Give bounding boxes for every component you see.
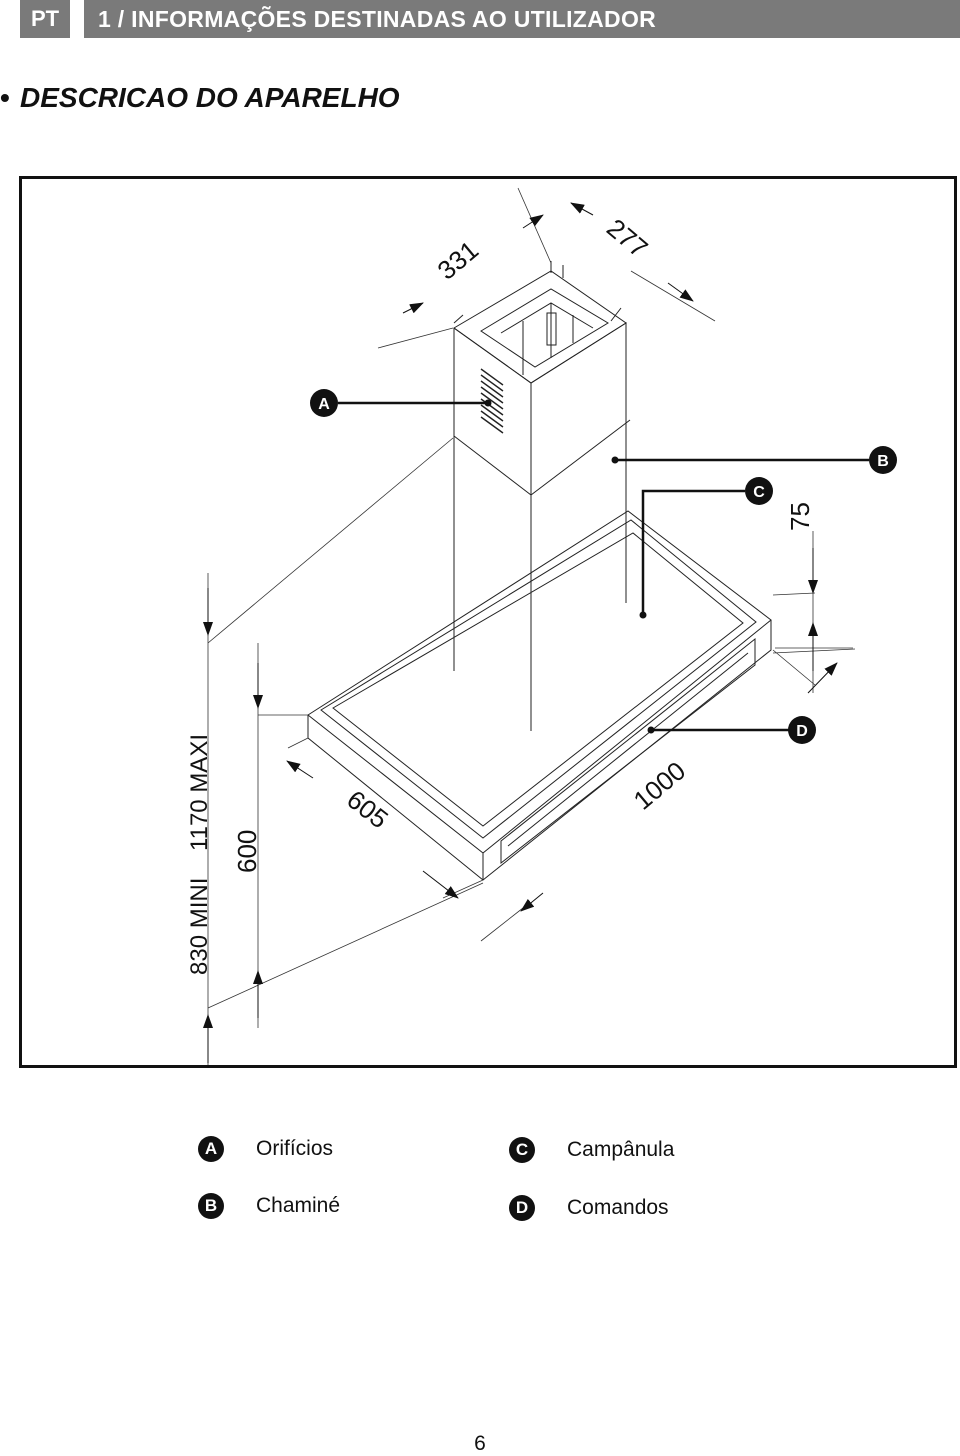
- callout-a-letter: A: [318, 396, 330, 413]
- dim-chimney-width: 331: [432, 235, 485, 286]
- hood-body: [307, 261, 772, 881]
- callout-c: C: [745, 477, 773, 505]
- bullet: •: [0, 82, 10, 113]
- callout-b-letter: B: [877, 453, 889, 470]
- legend-item-d: D Comandos: [509, 1195, 669, 1221]
- callout-d: D: [788, 716, 816, 744]
- callout-c-letter: C: [753, 484, 765, 501]
- callout-dots: [484, 399, 655, 734]
- dim-chimney-depth: 277: [601, 213, 654, 264]
- callout-leaders: [338, 401, 869, 732]
- legend-badge-d: D: [509, 1195, 535, 1221]
- legend-badge-b: B: [198, 1193, 224, 1219]
- legend-label-c: Campânula: [567, 1138, 675, 1161]
- legend-item-b: B Chaminé: [198, 1193, 340, 1219]
- dim-total-height: 830 MINI 1170 MAXI: [186, 734, 213, 975]
- callout-d-letter: D: [796, 723, 808, 740]
- dim-hood-width: 1000: [628, 755, 692, 815]
- legend-badge-a: A: [198, 1136, 224, 1162]
- legend-badge-c: C: [509, 1137, 535, 1163]
- dim-hood-height: 600: [232, 830, 262, 873]
- section-title: • DESCRICAO DO APARELHO: [0, 82, 400, 114]
- legend-item-c: C Campânula: [509, 1137, 674, 1163]
- page-number: 6: [474, 1432, 486, 1455]
- legend-label-a: Orifícios: [256, 1137, 334, 1160]
- chapter-title: 1 / INFORMAÇÕES DESTINADAS AO UTILIZADOR: [84, 0, 960, 38]
- appliance-diagram: 331 277 75 605 1000 830 MINI 1170 MAXI 6…: [19, 176, 957, 1068]
- callout-a: A: [310, 389, 338, 417]
- section-title-text: DESCRICAO DO APARELHO: [20, 82, 400, 113]
- dimension-arrows: [203, 202, 838, 1063]
- callout-b: B: [869, 446, 897, 474]
- language-code: PT: [20, 0, 70, 38]
- dim-canopy-height: 75: [785, 502, 815, 531]
- hood-drawing: 331 277 75 605 1000 830 MINI 1170 MAXI 6…: [186, 187, 897, 1065]
- legend-label-b: Chaminé: [256, 1194, 341, 1217]
- legend-item-a: A Orifícios: [198, 1136, 333, 1162]
- dim-hood-depth: 605: [341, 784, 394, 834]
- legend-label-d: Comandos: [567, 1196, 669, 1219]
